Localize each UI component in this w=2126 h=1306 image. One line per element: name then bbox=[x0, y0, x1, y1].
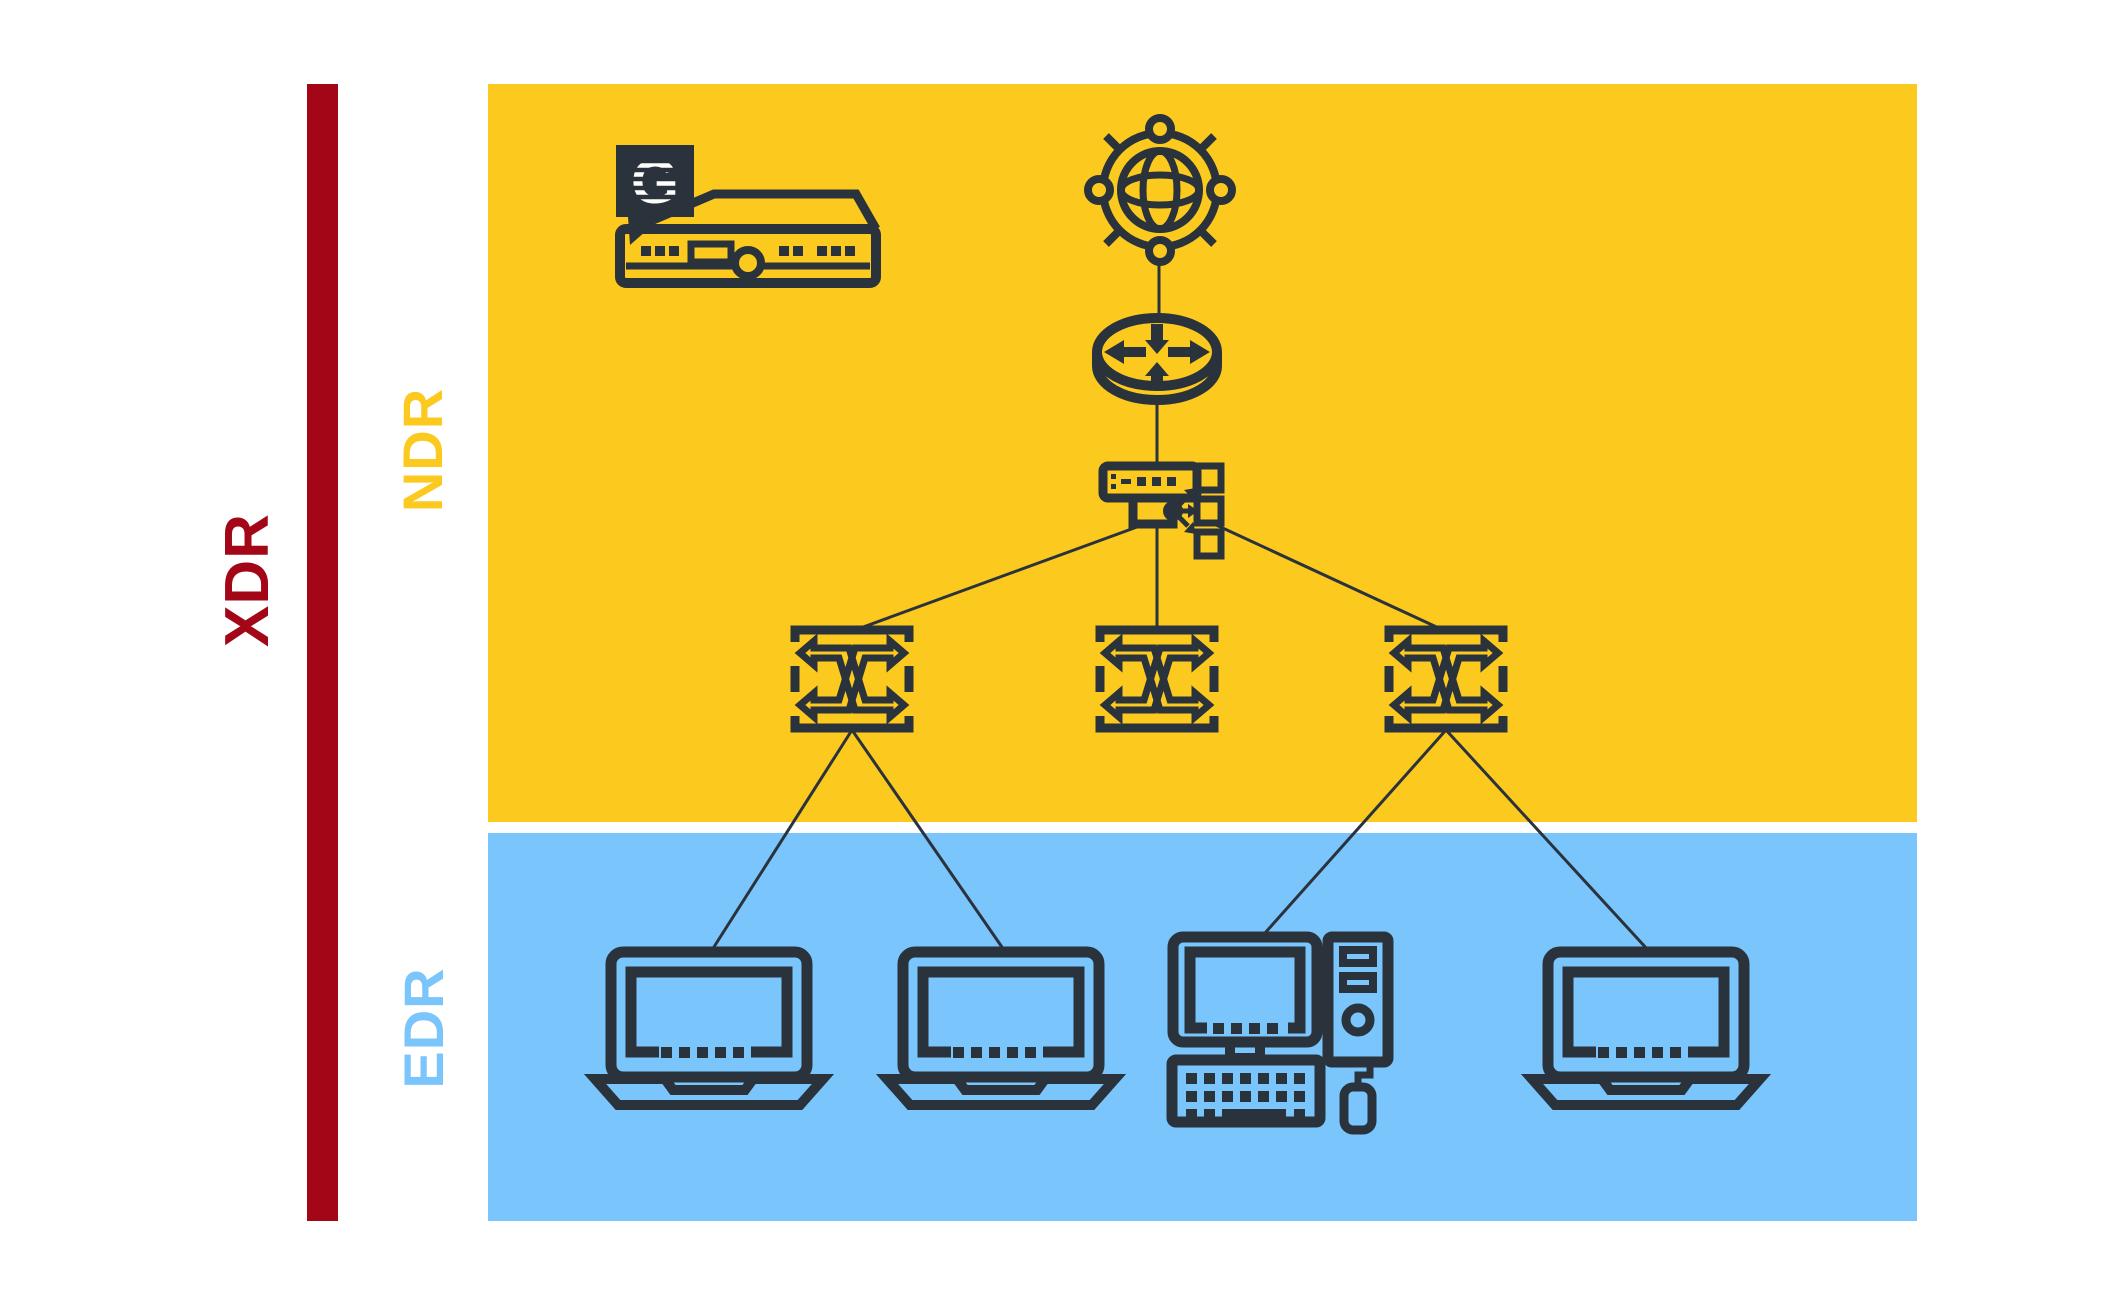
desktop-pc-icon bbox=[1166, 931, 1394, 1135]
link-switch-right-desktop bbox=[1263, 729, 1448, 934]
link-switch-left-laptop-2 bbox=[850, 729, 1006, 951]
laptop-2-icon bbox=[887, 952, 1115, 1105]
connection-lines bbox=[710, 264, 1650, 952]
keyboard-keys bbox=[1186, 1073, 1305, 1120]
xdr-bar bbox=[307, 84, 338, 1221]
link-firewall-switch-left bbox=[854, 521, 1149, 632]
greycortex-appliance-icon: G bbox=[615, 145, 881, 288]
link-switch-left-laptop-1 bbox=[710, 729, 854, 951]
g-logo: G bbox=[616, 145, 694, 245]
switch-right-icon bbox=[1389, 630, 1503, 728]
laptop-4-icon bbox=[1532, 952, 1760, 1105]
router-icon bbox=[1092, 313, 1222, 405]
switch-left-icon bbox=[795, 630, 909, 728]
firewall-distribution-icon bbox=[1098, 461, 1225, 560]
laptop-1-icon bbox=[595, 952, 823, 1105]
link-switch-right-laptop-4 bbox=[1444, 728, 1650, 952]
link-firewall-switch-right bbox=[1213, 522, 1444, 632]
switch-middle-icon bbox=[1100, 630, 1214, 728]
internet-globe-icon bbox=[1084, 114, 1236, 266]
